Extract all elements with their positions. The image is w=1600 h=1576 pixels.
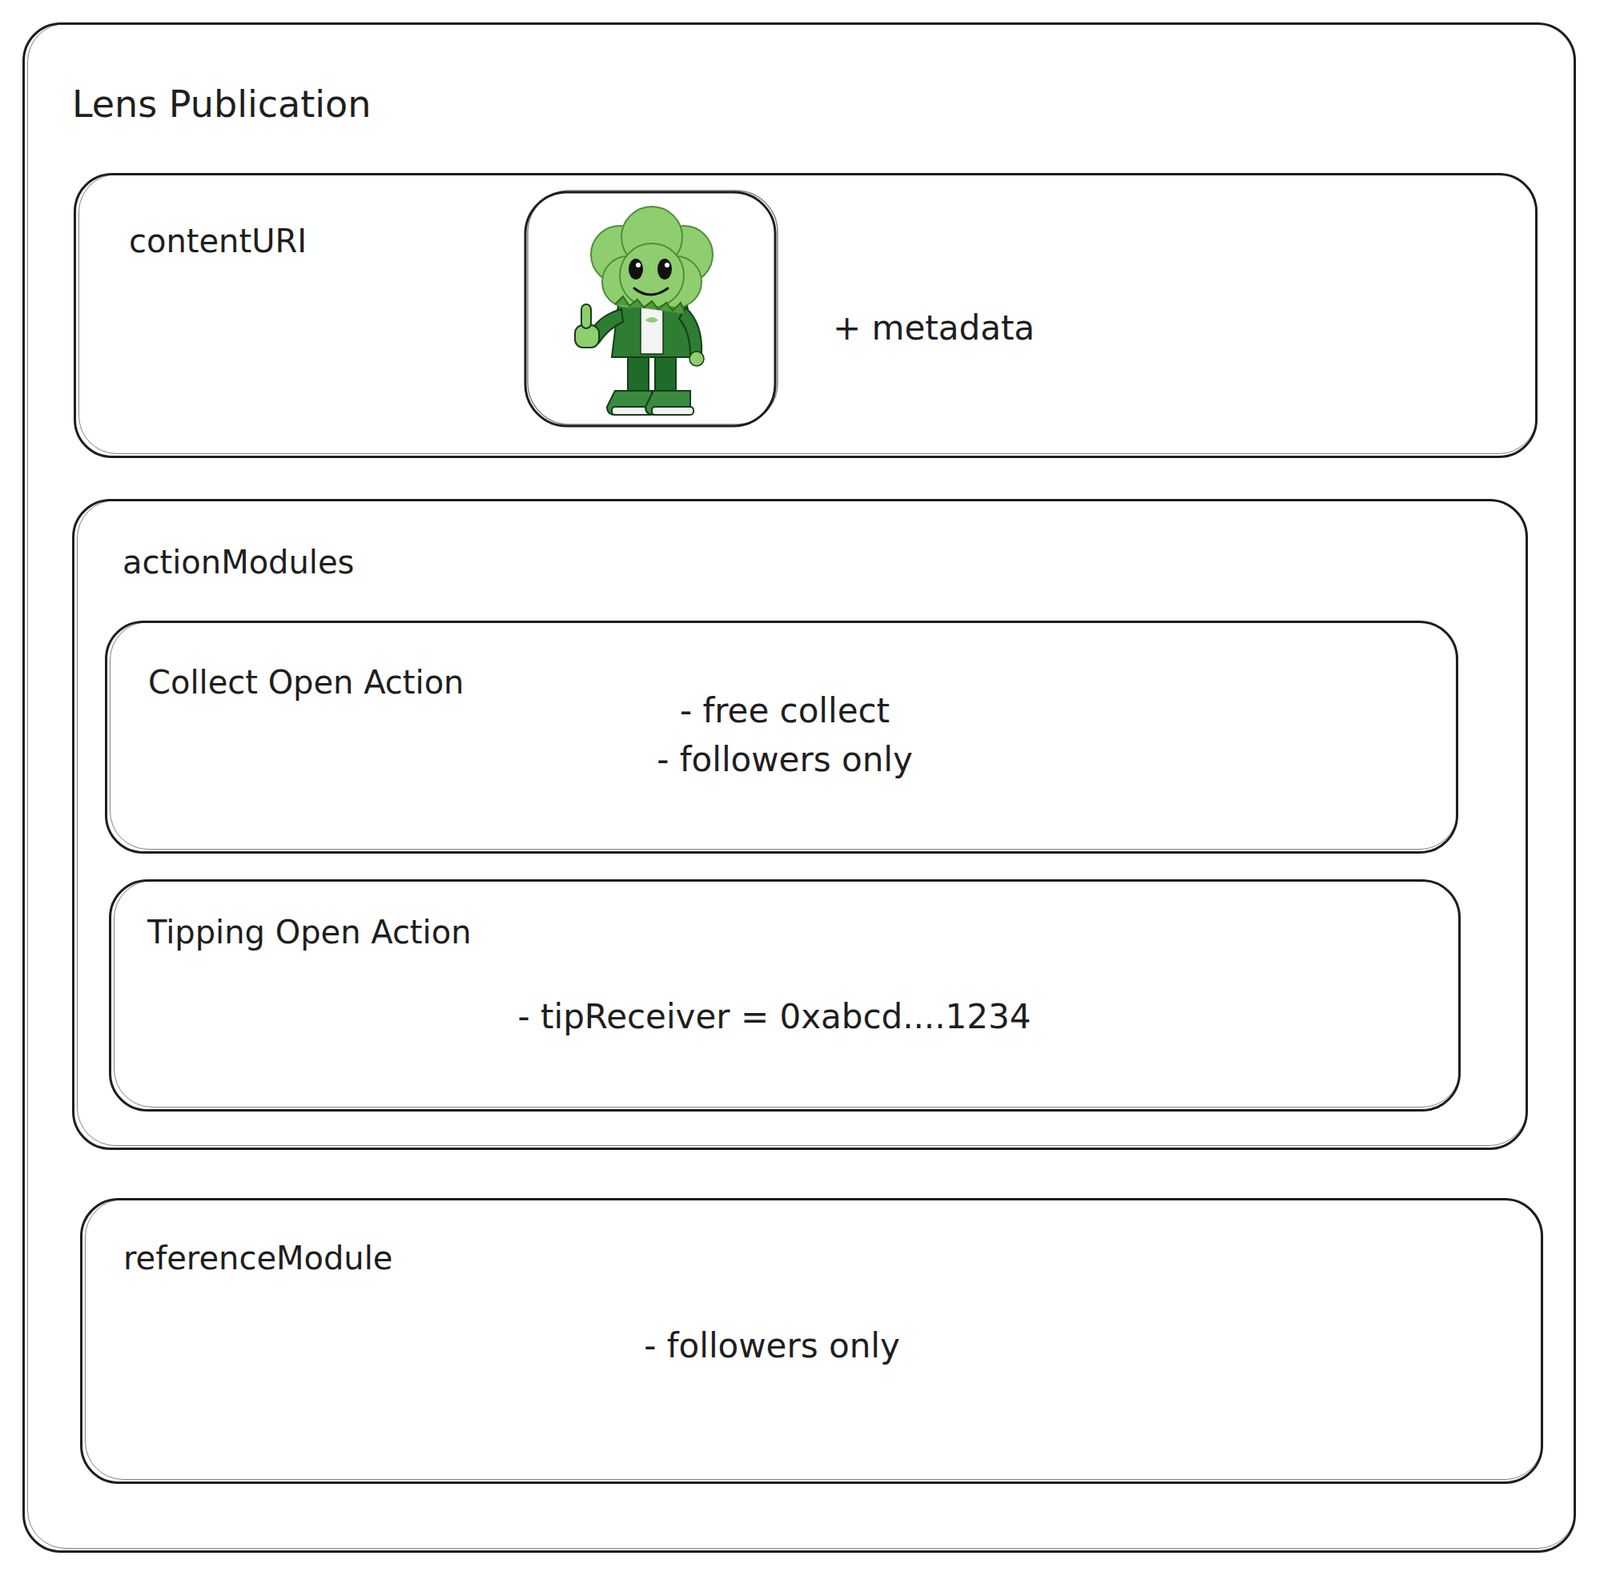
setting-item: - followers only xyxy=(643,1326,901,1367)
field-name: contentURI xyxy=(128,221,307,261)
mascot-illustration xyxy=(525,190,778,427)
action-box: Tipping Open Action - tipReceiver = 0xabc… xyxy=(108,879,1461,1112)
field-note: + metadata xyxy=(832,308,1035,349)
reference-box: referenceModule - followers only xyxy=(80,1197,1544,1484)
field-name: actionModules xyxy=(122,542,354,582)
modules-group: actionModulesCollect Open Action - free c… xyxy=(72,498,1528,1150)
action-title: Collect Open Action xyxy=(148,663,464,702)
frame-title: Lens Publication xyxy=(72,82,371,127)
action-box: Collect Open Action - free collect - follo… xyxy=(104,620,1459,854)
setting-item: - followers only xyxy=(656,739,913,780)
setting-item: - tipReceiver = 0xabcd....1234 xyxy=(518,996,1032,1038)
action-title: Tipping Open Action xyxy=(147,912,472,952)
setting-item: - free collect xyxy=(679,691,890,732)
publication-frame: Lens Publication contentURI + metadata acti… xyxy=(22,22,1576,1553)
content-box: contentURI + metadata xyxy=(73,172,1538,459)
field-name: referenceModule xyxy=(123,1238,393,1278)
